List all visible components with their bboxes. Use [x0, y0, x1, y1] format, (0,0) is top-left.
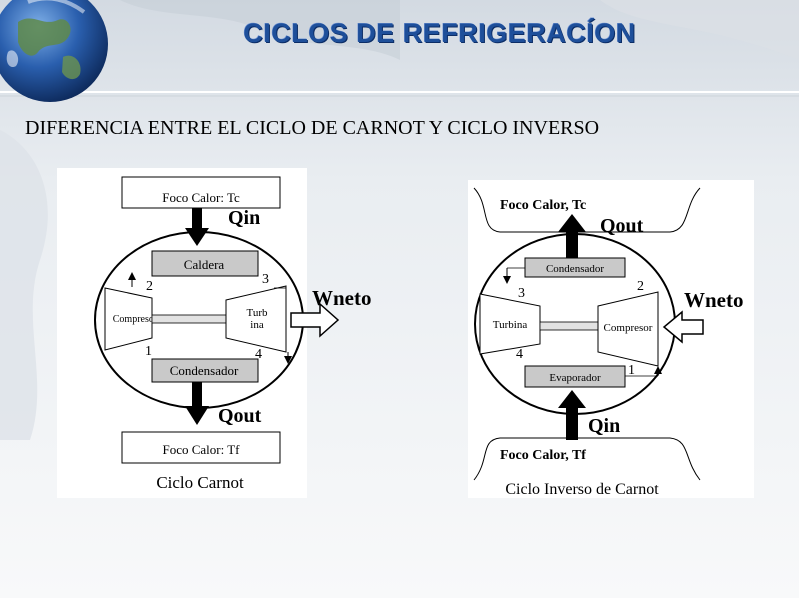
carnot-caption: Ciclo Carnot [156, 473, 244, 492]
carnot-state-3: 3 [262, 272, 269, 287]
carnot-shaft [151, 314, 227, 324]
inverse-compressor-label: Compresor [604, 322, 653, 334]
inverse-evaporator-label: Evaporador [549, 372, 601, 384]
inverse-turbine [479, 293, 541, 355]
carnot-qout-arrow-head [185, 406, 209, 425]
carnot-compressor-label: Compresor [113, 314, 158, 325]
carnot-qout-arrow [192, 382, 202, 408]
inverse-qin-arrow-head [558, 390, 586, 408]
inverse-condenser-label: Condensador [546, 263, 604, 275]
carnot-hot-reservoir-box [121, 176, 281, 209]
inverse-evaporator [524, 365, 626, 388]
carnot-diagram: Foco Calor: Tc Qin Caldera Compresor Tur… [57, 168, 372, 498]
inverse-shaft [539, 321, 599, 331]
slide-title: CICLOS DE REFRIGERACÍON [243, 18, 636, 48]
carnot-cold-reservoir-label: Foco Calor: Tf [162, 442, 240, 457]
carnot-state-1: 1 [145, 344, 152, 359]
carnot-compressor [104, 287, 153, 351]
inverse-cold-reservoir-curve [473, 437, 701, 481]
inverse-state-1: 1 [628, 363, 635, 378]
carnot-qin-arrow [192, 208, 202, 230]
carnot-wnet-label: Wneto [312, 286, 372, 310]
inverse-hot-label: Foco Calor, Tc [500, 198, 586, 213]
inverse-qin-arrow [566, 405, 578, 440]
carnot-boiler [151, 250, 259, 277]
carnot-state-4: 4 [255, 347, 262, 362]
inverse-wnet-arrow [662, 310, 704, 344]
carnot-state-2: 2 [146, 279, 153, 294]
inverse-carnot-diagram: Foco Calor, Tc Qout Condensador Turbina … [468, 180, 754, 498]
carnot-condenser [151, 358, 259, 383]
inverse-qout-label: Qout [600, 215, 644, 237]
inverse-state-3: 3 [518, 286, 525, 301]
inverse-wnet-label: Wneto [684, 288, 744, 312]
carnot-turbine-label-2: ina [250, 319, 264, 331]
globe-logo [0, 0, 108, 102]
carnot-qin-label: Qin [228, 207, 260, 229]
inverse-condenser [524, 257, 626, 278]
inverse-caption: Ciclo Inverso de Carnot [505, 481, 659, 498]
inverse-state-4: 4 [516, 347, 523, 362]
carnot-turbine [225, 285, 287, 353]
carnot-cold-reservoir-box [121, 431, 281, 464]
inverse-qin-label: Qin [588, 415, 620, 437]
carnot-turbine-label-1: Turb [247, 307, 268, 319]
carnot-condenser-label: Condensador [170, 363, 239, 378]
carnot-qout-label: Qout [218, 405, 262, 427]
inverse-qout-arrow [566, 230, 578, 258]
inverse-turbine-label: Turbina [493, 319, 528, 331]
inverse-qout-arrow-head [558, 214, 586, 232]
inverse-state-2: 2 [637, 279, 644, 294]
slide-subtitle: DIFERENCIA ENTRE EL CICLO DE CARNOT Y CI… [25, 117, 600, 139]
carnot-boiler-label: Caldera [184, 257, 225, 272]
carnot-hot-reservoir-label: Foco Calor: Tc [162, 190, 240, 205]
carnot-wnet-arrow [290, 302, 340, 338]
inverse-cold-label: Foco Calor, Tf [500, 448, 586, 463]
